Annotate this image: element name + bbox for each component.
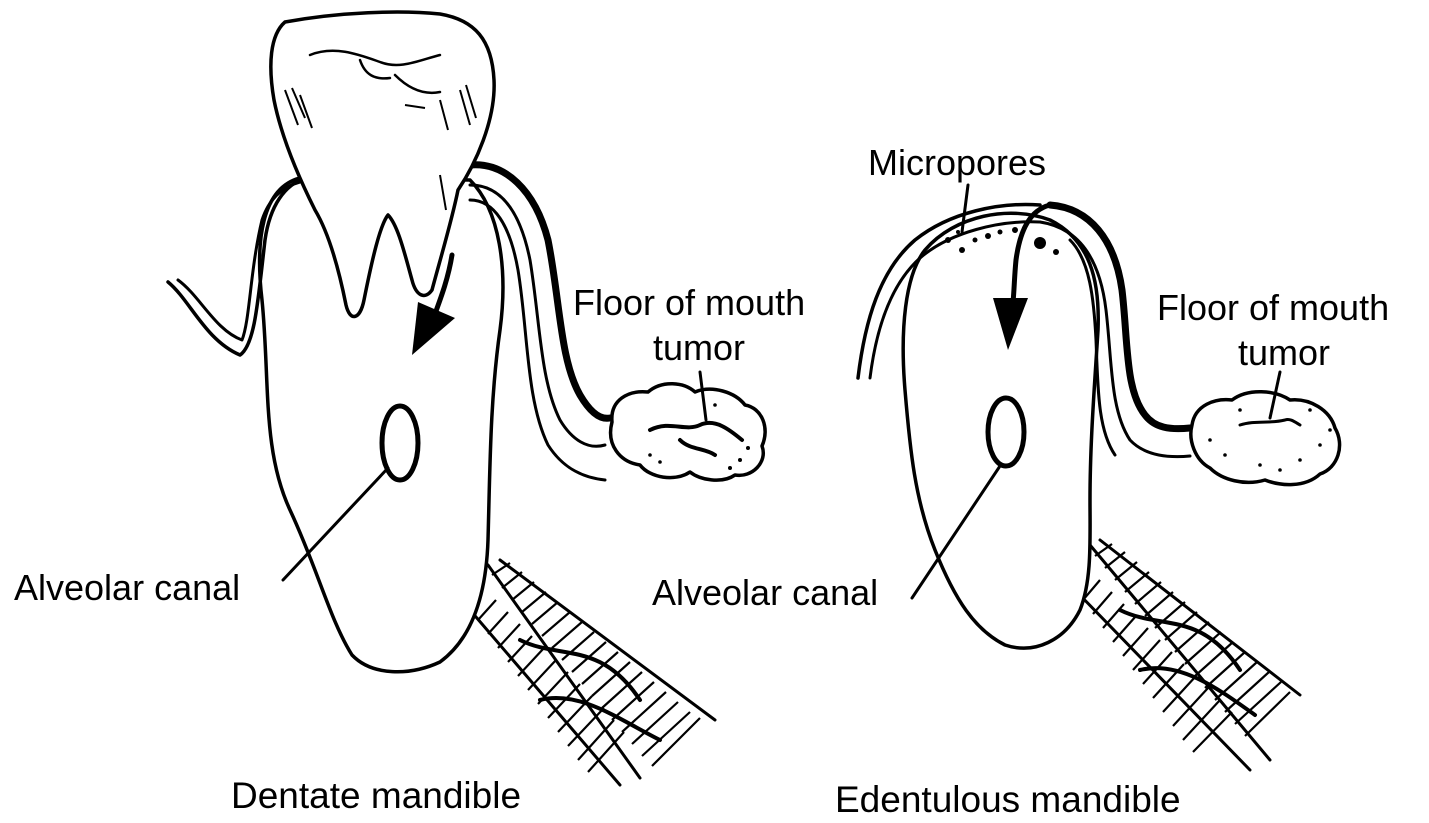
right-muscle-fibers (1075, 540, 1300, 770)
right-floor-of-mouth-tumor (1191, 392, 1340, 485)
right-tumor-label-line1: Floor of mouth (1157, 287, 1389, 328)
micropores-label: Micropores (868, 142, 1046, 183)
right-alveolar-canal (988, 398, 1024, 466)
right-tumor-label-line2: tumor (1238, 332, 1330, 373)
edentulous-mandible-panel: Micropores Floor of mouth tumor Alveolar… (652, 142, 1389, 818)
left-tumor-label-line1: Floor of mouth (573, 282, 805, 323)
right-caption: Edentulous mandible (835, 779, 1181, 818)
left-caption: Dentate mandible (231, 775, 521, 816)
left-mandible-bone (260, 178, 503, 672)
left-floor-of-mouth-tumor (611, 384, 766, 480)
left-canal-label: Alveolar canal (14, 567, 240, 608)
left-tumor-label-line2: tumor (653, 327, 745, 368)
dentate-mandible-panel: Floor of mouth tumor Alveolar canal Dent… (14, 12, 805, 816)
right-canal-label: Alveolar canal (652, 572, 878, 613)
